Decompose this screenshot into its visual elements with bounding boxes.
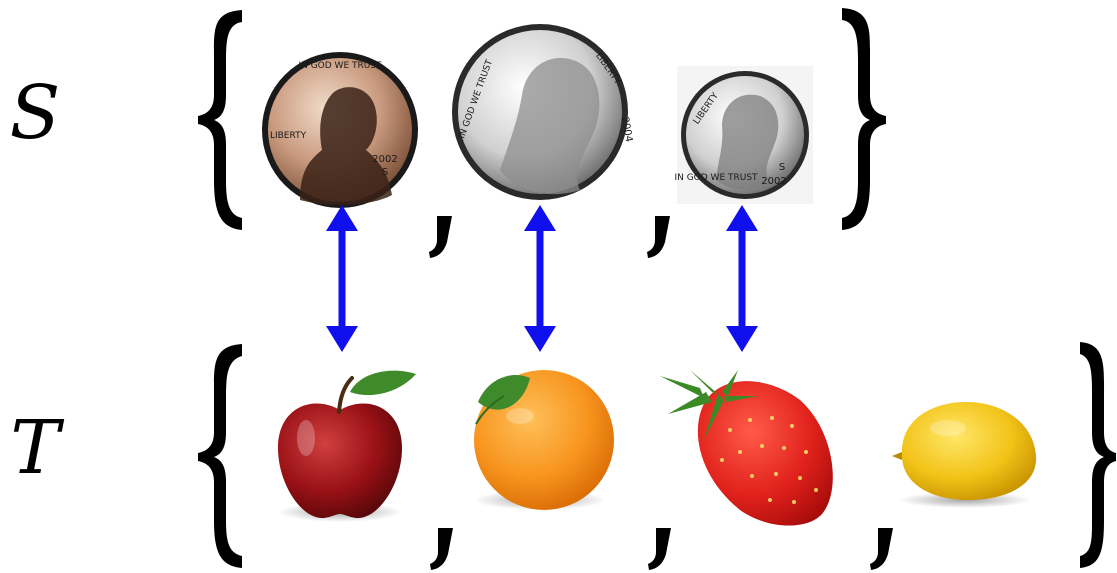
nickel-coin-icon: IN GOD WE TRUST LIBERTY 2004 xyxy=(452,24,634,200)
set-s-right-brace xyxy=(842,8,886,230)
set-s-left-brace xyxy=(198,10,242,230)
arrow-penny-apple xyxy=(326,205,358,352)
set-t-left-brace xyxy=(198,344,242,568)
comma-t-3 xyxy=(870,528,893,570)
penny-coin-icon: IN GOD WE TRUST LIBERTY 2002 S xyxy=(262,52,418,208)
penny-mint: S xyxy=(382,167,388,178)
dime-year: 2002 xyxy=(761,176,786,187)
comma-s-2 xyxy=(647,216,670,258)
arrow-nickel-orange xyxy=(524,205,556,352)
dime-mint: S xyxy=(779,162,785,173)
set-t-right-brace xyxy=(1080,342,1116,568)
penny-year: 2002 xyxy=(372,154,397,165)
dime-coin-icon: LIBERTY IN GOD WE TRUST 2002 S xyxy=(674,66,813,204)
strawberry-icon xyxy=(660,370,833,526)
arrow-dime-strawberry xyxy=(726,205,758,352)
mapping-arrows xyxy=(326,205,758,352)
apple-icon xyxy=(278,371,416,522)
penny-liberty: LIBERTY xyxy=(270,131,307,141)
penny-legend: IN GOD WE TRUST xyxy=(298,61,382,71)
comma-t-1 xyxy=(430,528,453,570)
set-s-label: S xyxy=(10,70,61,156)
comma-t-2 xyxy=(648,528,671,570)
set-t-label: T xyxy=(10,405,64,491)
orange-icon xyxy=(474,370,614,510)
lemon-icon xyxy=(892,402,1036,508)
comma-s-1 xyxy=(429,216,452,258)
dime-legend: IN GOD WE TRUST xyxy=(674,173,758,183)
